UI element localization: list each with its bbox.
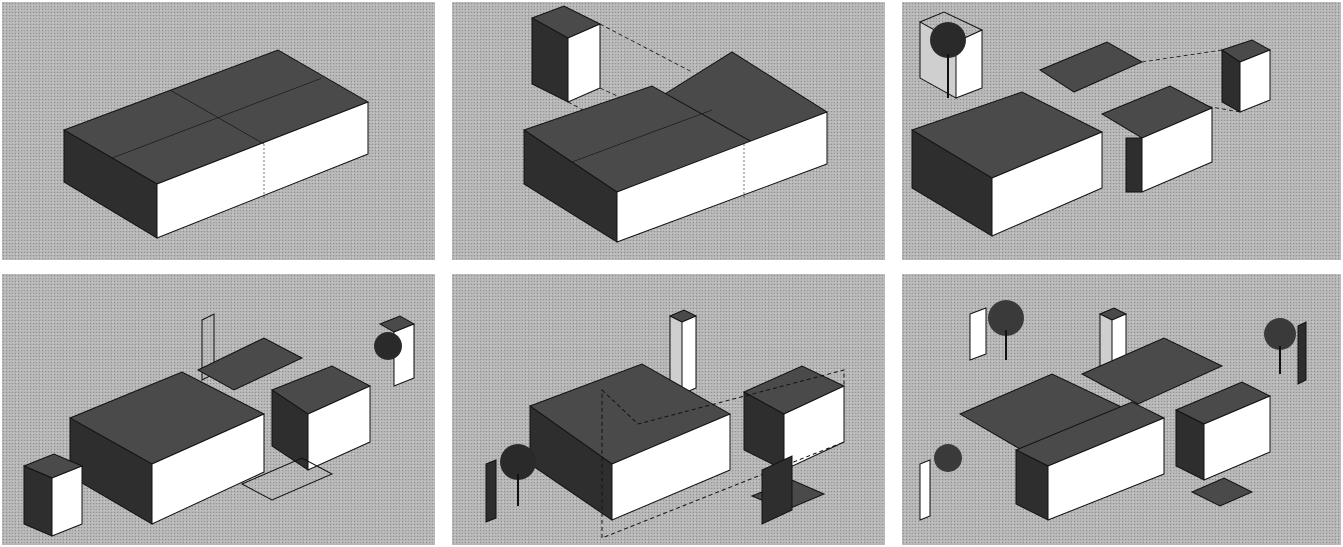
tree-icon	[934, 444, 962, 472]
tree-icon	[930, 22, 966, 58]
panel-step-5	[452, 274, 885, 545]
massing-block-drawing	[902, 2, 1341, 260]
panel-step-1	[2, 2, 435, 260]
massing-block-drawing	[902, 274, 1341, 545]
panel-step-3	[902, 2, 1341, 260]
massing-block-drawing	[2, 2, 435, 260]
panel-step-4	[2, 274, 435, 545]
massing-block-drawing	[2, 274, 435, 545]
massing-block-drawing	[452, 2, 885, 260]
massing-block-drawing	[452, 274, 885, 545]
panel-step-2	[452, 2, 885, 260]
tree-icon	[374, 332, 402, 360]
tree-icon	[1264, 318, 1296, 350]
panel-step-6	[902, 274, 1341, 545]
